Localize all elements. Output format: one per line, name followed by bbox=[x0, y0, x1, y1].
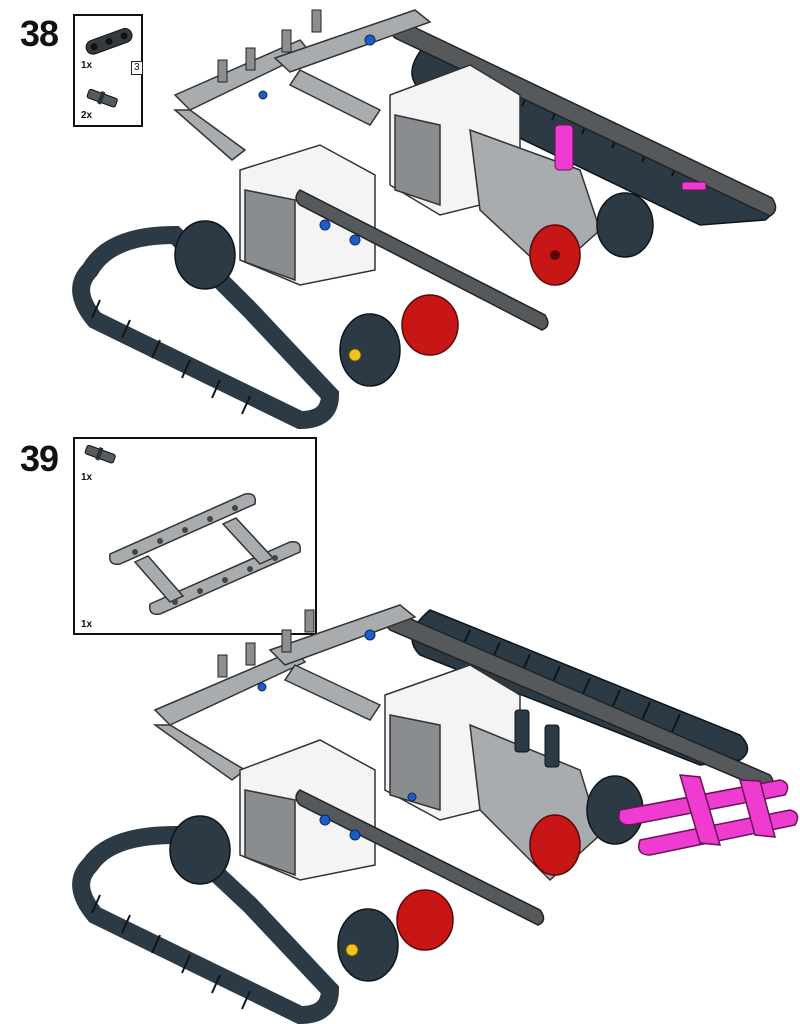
idler-wheel bbox=[174, 220, 236, 290]
step-number: 38 bbox=[20, 13, 59, 54]
step-number: 39 bbox=[20, 438, 59, 479]
part-length-badge: 3 bbox=[131, 61, 143, 75]
axle-pin-part-icon bbox=[86, 88, 118, 108]
parts-callout: 1x 1x bbox=[73, 437, 317, 635]
yellow-bush bbox=[345, 943, 359, 957]
front-red-hub bbox=[396, 889, 454, 951]
parts-callout: 1x 3 2x bbox=[73, 14, 143, 127]
rear-red-hub bbox=[529, 814, 581, 876]
near-beam bbox=[295, 789, 545, 926]
part-quantity: 1x bbox=[81, 60, 93, 71]
near-beam bbox=[295, 189, 549, 331]
front-wheel bbox=[337, 908, 399, 982]
idler-wheel bbox=[169, 815, 231, 885]
part-quantity: 1x bbox=[81, 472, 93, 483]
front-wheel bbox=[339, 313, 401, 387]
step-38: 38 1x 3 2x bbox=[0, 0, 800, 430]
assembly-model bbox=[72, 9, 777, 430]
step-39: 39 1x 1x bbox=[0, 425, 800, 1024]
thin-beam-part-icon bbox=[85, 28, 133, 55]
magenta-frame bbox=[618, 774, 799, 856]
gray-frame-part-icon bbox=[108, 492, 302, 616]
yellow-bush bbox=[348, 348, 362, 362]
rear-wheel bbox=[596, 192, 654, 258]
near-track bbox=[72, 225, 340, 430]
gray-frame bbox=[173, 9, 432, 161]
magenta-pins bbox=[554, 124, 707, 191]
rear-red-hub bbox=[529, 224, 581, 286]
assembly-model bbox=[72, 604, 799, 1024]
part-quantity: 2x bbox=[81, 110, 93, 121]
part-quantity: 1x bbox=[81, 619, 93, 630]
front-red-hub bbox=[401, 294, 459, 356]
front-motor bbox=[239, 144, 376, 286]
axle-pin-part-icon bbox=[84, 444, 116, 464]
